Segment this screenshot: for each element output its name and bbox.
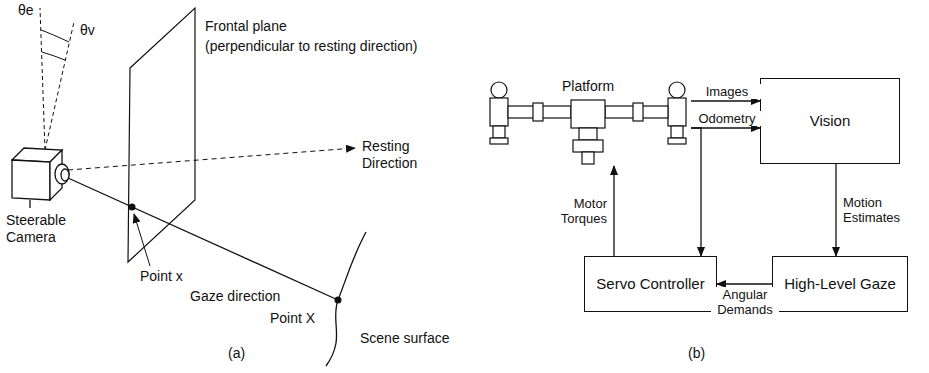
figure-label: Point X — [270, 310, 340, 327]
figure-label: θe — [18, 2, 48, 19]
figure-label: Point x — [140, 268, 210, 285]
figure-label: (b) — [688, 345, 718, 362]
pan-block — [571, 100, 605, 128]
boom-joint — [633, 103, 643, 121]
figure-label: Resting Direction — [362, 138, 438, 172]
resting-direction — [68, 148, 355, 170]
camera-foot — [668, 138, 686, 144]
base — [573, 140, 603, 152]
camera-lens — [669, 82, 685, 98]
node-text: Servo Controller — [596, 275, 704, 293]
node-text: Platform — [483, 78, 693, 94]
camera-mount — [493, 126, 505, 138]
platform-node: Platform — [483, 78, 693, 166]
connector-arrow — [717, 283, 772, 284]
figure-label: Frontal plane — [205, 18, 405, 35]
boom-joint — [533, 103, 543, 121]
connector-arrow — [835, 164, 836, 256]
process-box: High-Level Gaze — [772, 256, 908, 312]
figure-label: θv — [80, 22, 110, 39]
edge-label: Images — [693, 84, 761, 99]
figure-label: (a) — [228, 345, 258, 362]
process-box: Vision — [760, 78, 900, 164]
camera-mount — [671, 126, 683, 138]
angle-arc — [42, 52, 65, 60]
neck — [579, 128, 597, 140]
connector-arrow — [613, 166, 614, 256]
figure-label: Scene surface — [360, 330, 470, 347]
robot-head-parts — [490, 82, 686, 164]
frontal-plane — [128, 8, 195, 262]
process-box: Servo Controller — [584, 256, 717, 312]
node-text: Vision — [810, 112, 851, 130]
connector-arrow — [691, 100, 760, 101]
camera-foot — [490, 138, 508, 144]
camera-body — [490, 98, 508, 126]
figure-label: Steerable Camera — [6, 212, 80, 246]
camera-symbol — [12, 148, 69, 208]
edge-label: Motion Estimates — [842, 195, 910, 225]
connector-arrow — [691, 128, 701, 256]
point-dot — [129, 204, 136, 211]
edge-label: Motor Torques — [540, 196, 608, 226]
base-foot — [582, 152, 594, 164]
edge-label: Odometry — [693, 111, 761, 126]
angle-arc — [41, 30, 69, 42]
node-text: High-Level Gaze — [784, 275, 896, 293]
figure-label: Gaze direction — [190, 288, 310, 305]
tilt-reference — [45, 22, 74, 150]
camera-body — [668, 98, 686, 126]
edge-label: Angular Demands — [711, 287, 779, 317]
vertical-reference — [40, 8, 45, 150]
camera-lens — [491, 82, 507, 98]
gaze-line — [68, 178, 338, 300]
leader-line — [134, 214, 150, 266]
figure-label: (perpendicular to resting direction) — [205, 38, 465, 55]
